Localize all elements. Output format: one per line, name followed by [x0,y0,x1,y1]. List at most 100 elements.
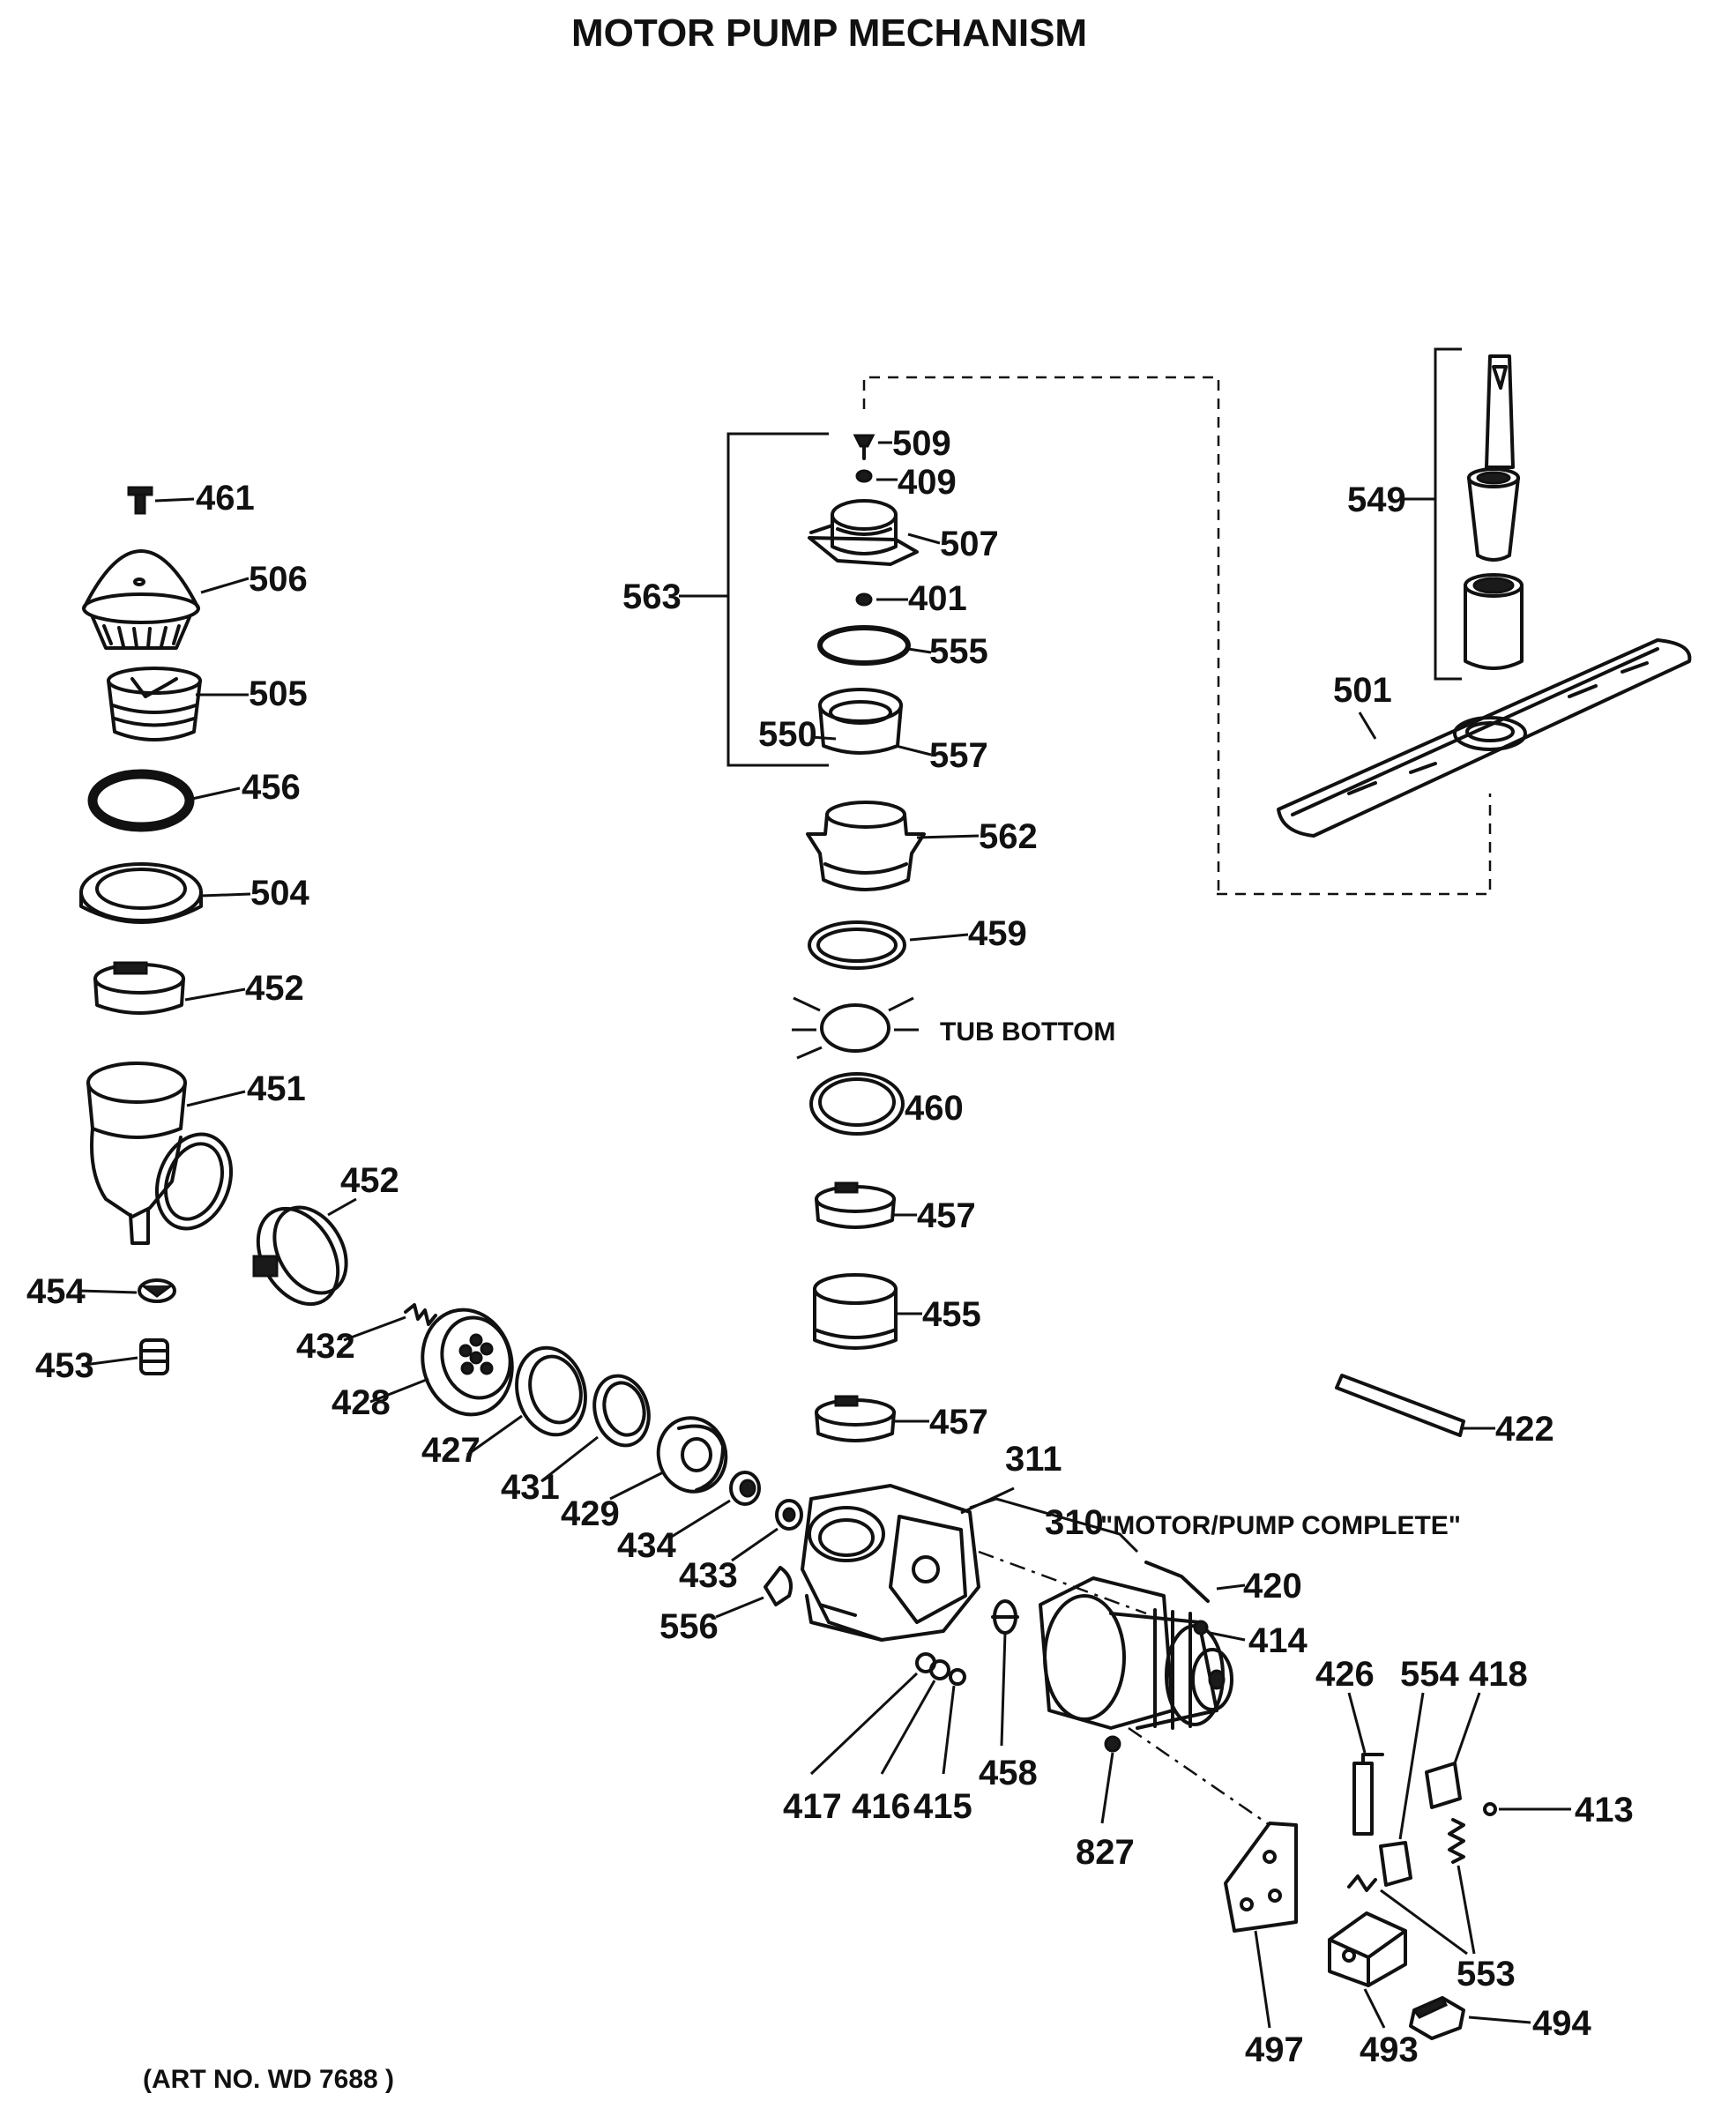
part-428-impeller-screen [369,1308,514,1417]
part-457-clamp-lower [815,1395,929,1442]
callout-451: 451 [247,1069,306,1108]
part-409-washer [855,469,898,483]
part-451-sump [86,1062,246,1245]
callout-310: 310 [1045,1503,1104,1542]
callout-556: 556 [659,1607,719,1646]
part-555-ring [817,625,932,666]
callout-494: 494 [1532,2004,1591,2043]
callout-509: 509 [892,424,951,463]
bracket-563 [726,432,829,767]
callout-456: 456 [242,768,301,807]
part-429-pump-housing [609,1416,728,1501]
callout-554: 554 [1400,1655,1459,1694]
part-431-ring [540,1374,651,1483]
callout-557: 557 [929,736,988,775]
callout-422: 422 [1495,1410,1554,1449]
part-557-housing [810,688,932,756]
callout-553: 553 [1457,1955,1516,1993]
part-554-bracket [1379,1692,1425,1887]
part-501-spray-arm [1277,638,1692,838]
part-413-clip [1483,1802,1571,1816]
callout-434: 434 [617,1526,676,1565]
motor-pump-complete-label: "MOTOR/PUMP COMPLETE" [1100,1511,1461,1540]
art-number: (ART NO. WD 7688 ) [143,2065,394,2094]
callout-501: 501 [1333,671,1392,710]
part-452-clamp-upper [93,961,246,1015]
callout-432: 432 [296,1327,355,1366]
dashed-link-lower [1217,794,1492,896]
part-553-springs [1347,1818,1476,1956]
callout-417: 417 [783,1787,842,1826]
callout-505: 505 [249,674,308,713]
part-494-plunger [1409,1996,1531,2040]
callout-420: 420 [1243,1567,1302,1606]
callout-549: 549 [1347,481,1406,519]
part-311-pump-body [801,1484,1015,1642]
part-459-gasket [808,920,969,970]
callout-507: 507 [940,525,999,563]
part-426-switch [1347,1692,1384,1836]
part-433-bushing [731,1499,803,1562]
callout-426: 426 [1315,1655,1375,1694]
tub-bottom-label: TUB BOTTOM [940,1017,1115,1047]
part-453-cap [84,1338,169,1375]
callout-452-lower: 452 [340,1161,399,1200]
callout-429: 429 [561,1494,620,1533]
callout-504: 504 [250,874,309,913]
part-454-clip [78,1278,176,1303]
tub-bottom-opening [792,996,919,1060]
part-549-tubes [1464,354,1524,670]
part-507-nozzle-body [808,499,941,566]
part-827-screw [1100,1735,1121,1824]
callout-493: 493 [1360,2030,1419,2069]
part-434-bearing [669,1471,761,1539]
callout-452-upper: 452 [245,969,304,1008]
part-505-filter [107,667,249,741]
callout-827: 827 [1076,1833,1135,1872]
part-414-screw [1193,1620,1246,1642]
part-506-filter-cover [82,549,250,650]
callout-415: 415 [913,1787,972,1826]
callout-433: 433 [679,1556,738,1595]
callout-418: 418 [1469,1655,1528,1694]
callout-427: 427 [421,1431,481,1470]
part-457-clamp-upper [815,1181,917,1229]
part-460-ring [809,1072,905,1136]
part-415-nut [942,1668,966,1775]
callout-457-upper: 457 [917,1196,976,1235]
callout-428: 428 [332,1383,391,1422]
dashed-link-upper [862,376,1220,896]
part-401-ball [855,592,908,607]
part-432-spring [343,1303,437,1342]
part-497-mount-plate [1224,1822,1298,2029]
alignment-line [1128,1726,1270,1827]
callout-563: 563 [622,577,682,616]
part-456-seal-ring [87,769,241,832]
part-556-plug [715,1566,793,1619]
part-420-wire [1144,1561,1246,1603]
part-493-solenoid [1328,1911,1407,2029]
callout-416: 416 [852,1787,911,1826]
callout-460: 460 [905,1089,964,1128]
part-509-screw [853,434,892,460]
callout-459: 459 [968,914,1027,953]
part-416-washer [880,1659,950,1775]
part-504-nut [79,862,251,924]
part-455-coupling [813,1273,922,1350]
callout-409: 409 [898,463,957,502]
callout-562: 562 [979,817,1038,856]
part-310-motor [969,1497,1233,1730]
part-458-seal [991,1599,1019,1747]
callout-457-lower: 457 [929,1403,988,1442]
callout-431: 431 [501,1468,560,1507]
part-562-hub [806,801,980,891]
callout-311: 311 [1005,1440,1062,1479]
callout-453: 453 [35,1346,94,1385]
diagram-title: MOTOR PUMP MECHANISM [571,11,1087,55]
callout-555: 555 [929,632,988,671]
bracket-549 [1434,347,1462,681]
callout-458: 458 [979,1754,1038,1792]
callout-454: 454 [26,1272,86,1311]
callout-461: 461 [196,479,255,518]
